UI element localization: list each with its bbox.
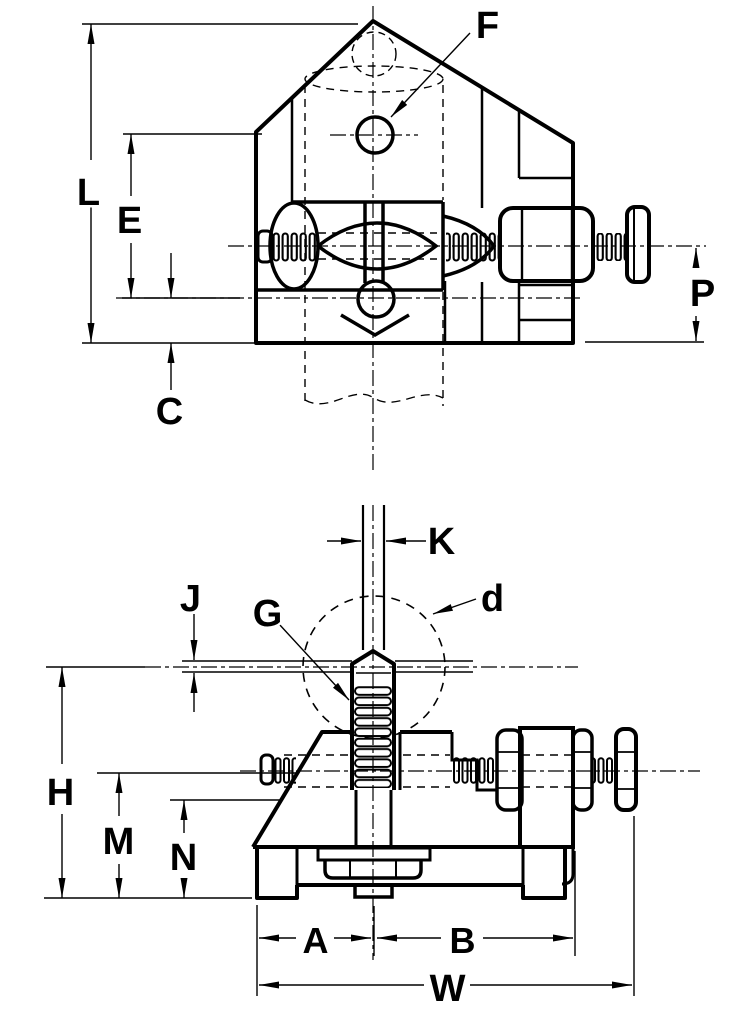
dimension-HMN (44, 666, 297, 899)
dimension-P (585, 248, 704, 343)
wire-edges (182, 660, 473, 674)
clamp-lens-shapes (316, 214, 497, 278)
hidden-rod-top-circle (351, 31, 397, 77)
bolt-threads-mid (446, 232, 498, 262)
lower-view (44, 505, 700, 996)
leader-F (390, 32, 471, 118)
hidden-rod-break-line (304, 393, 444, 405)
dim-label-N: N (170, 837, 196, 879)
dimension-E (122, 133, 262, 299)
hex-nut-block (498, 206, 595, 283)
dimension-labels: L E C F P K J G d H M N A B W (44, 3, 718, 1013)
bolt-tip-cap-lower (259, 753, 275, 786)
base-hex-nut-facets (349, 860, 397, 878)
bolt-threads-mid-lower (452, 757, 497, 784)
upper-view (82, 6, 706, 470)
dim-label-B: B (450, 920, 475, 961)
clamp-band-edges (256, 200, 445, 338)
dim-ref-lines (122, 133, 262, 299)
bolt-threads-left-lower (274, 757, 296, 784)
dim-label-d: d (481, 578, 503, 620)
hidden-rod-top-ellipse (304, 65, 444, 93)
hex-nut-facets (520, 208, 574, 281)
base-washer (316, 846, 432, 862)
hole-F (355, 115, 395, 155)
bolt-head-lower (614, 727, 638, 812)
dimension-ABW (256, 816, 635, 996)
dim-label-H: H (47, 772, 73, 814)
hidden-bolt-lines (284, 754, 571, 788)
dim-label-M: M (103, 821, 134, 863)
stud-end (353, 883, 394, 899)
nut-facet-lines (497, 751, 636, 790)
upper-body-edges-medium (290, 87, 573, 343)
dim-ext-lines (256, 816, 635, 996)
bolt-threads-right-lower (592, 757, 614, 784)
rod-hole-circle (356, 279, 396, 319)
conductor-circle-d (302, 595, 446, 739)
dim-label-J: J (180, 578, 200, 620)
dim-label-E: E (117, 200, 141, 242)
dim-ref-lines (44, 666, 297, 899)
upper-body-outline (254, 19, 575, 345)
leader-G (278, 623, 350, 701)
leader-d (432, 598, 477, 615)
dim-label-A: A (303, 920, 329, 961)
dim-label-F: F (476, 5, 498, 47)
screw-threads (353, 686, 393, 788)
dim-label-C: C (156, 391, 183, 433)
base-hex-nut (323, 860, 423, 880)
bolt-head (625, 205, 651, 284)
dim-label-G: G (253, 593, 282, 635)
dim-label-P: P (690, 273, 715, 315)
hex-nut-outer (571, 728, 594, 812)
dim-label-K: K (428, 521, 456, 563)
rod-edges (361, 505, 386, 650)
bolt-threads-left (272, 232, 318, 262)
dim-label-L: L (77, 172, 100, 214)
bolt-threads-right (594, 233, 626, 261)
dim-label-W: W (430, 968, 466, 1010)
